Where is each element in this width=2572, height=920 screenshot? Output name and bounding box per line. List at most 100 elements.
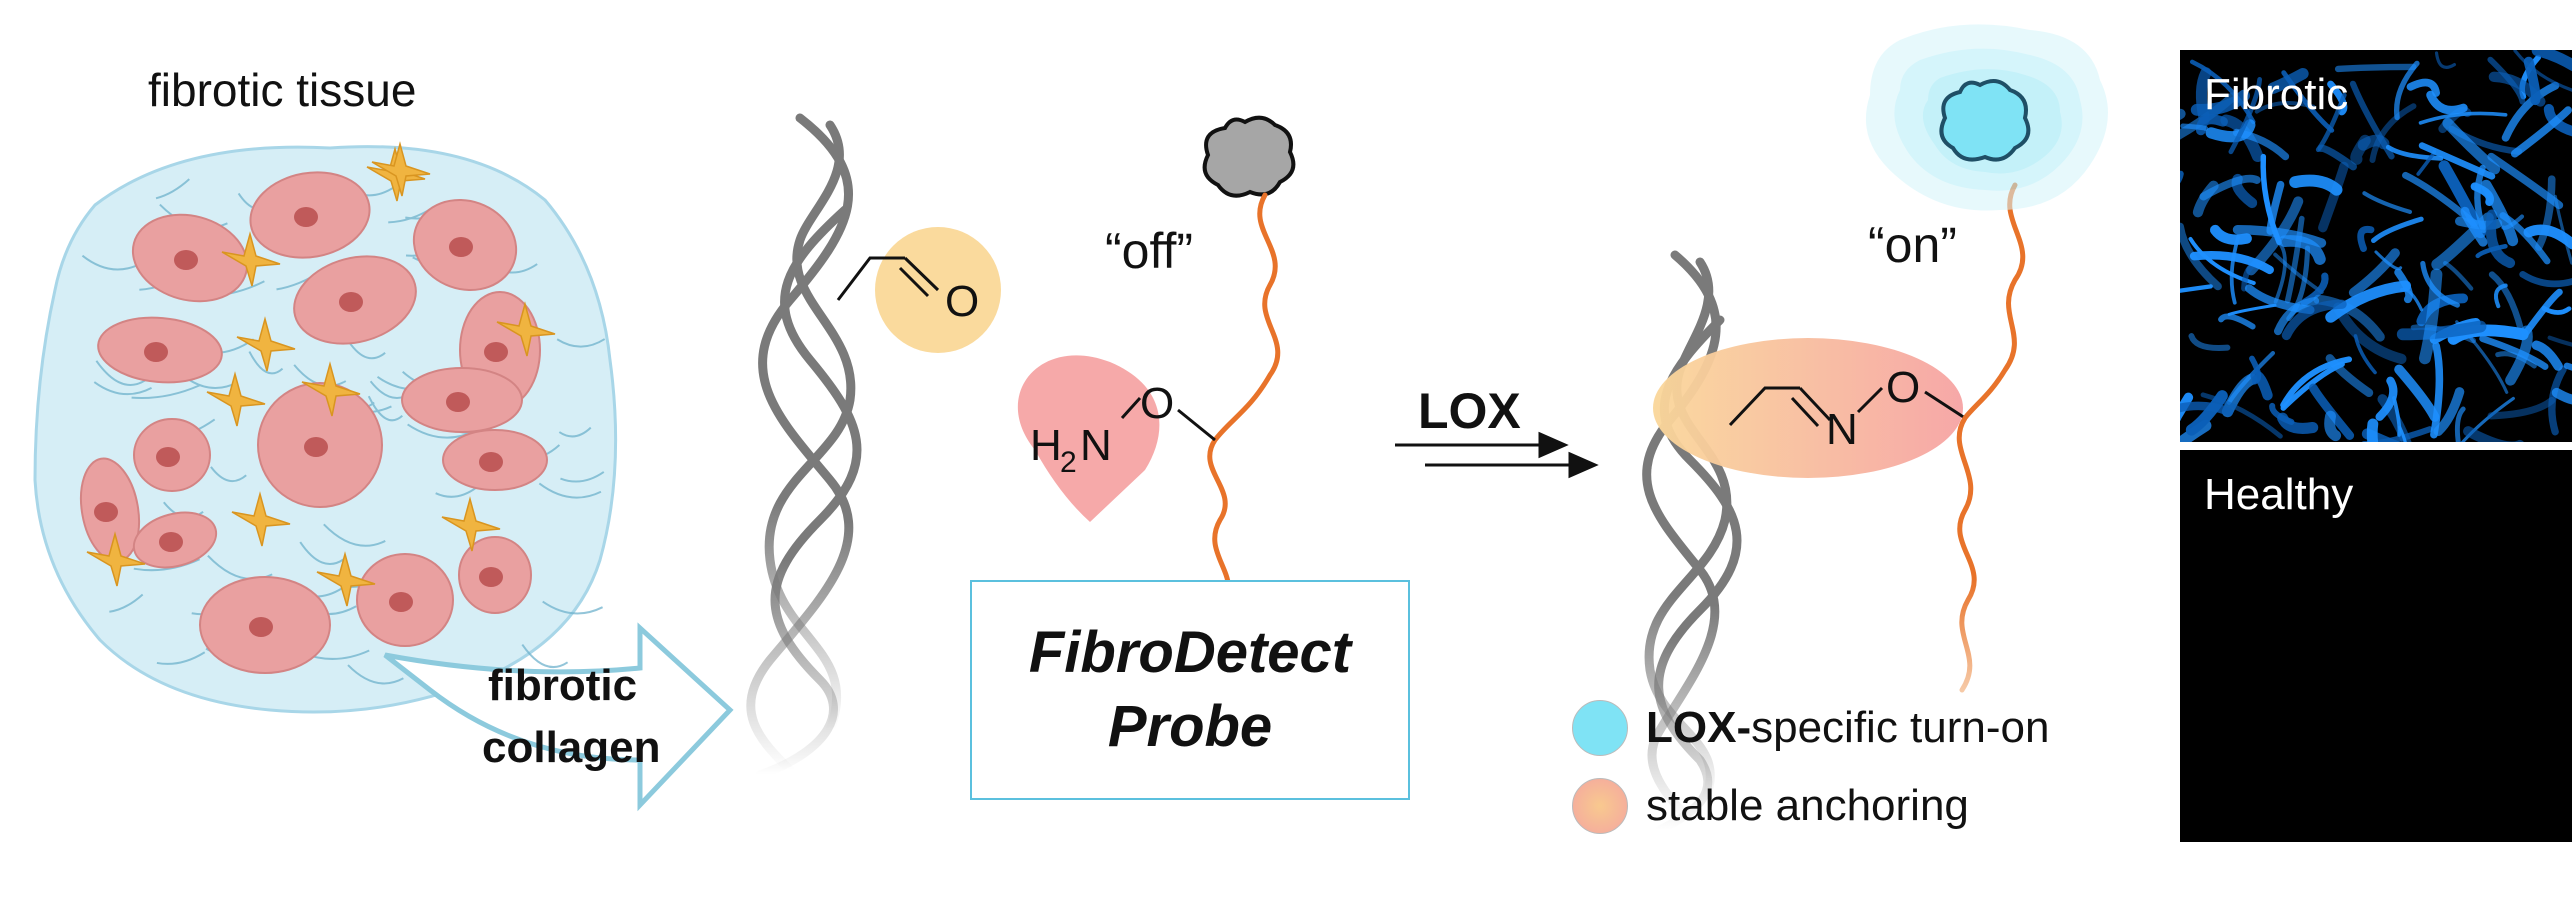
healthy-panel-label: Healthy (2204, 470, 2354, 519)
tissue-fiber (323, 523, 386, 547)
fibroblast (231, 491, 291, 547)
stain-fiber (2460, 396, 2515, 442)
stain-fiber (2531, 340, 2563, 371)
stain-fiber (2192, 180, 2219, 218)
cell-nucleus (294, 207, 318, 227)
stain-fiber (2333, 302, 2407, 365)
stain-fiber (2180, 401, 2234, 416)
stain-fiber (2280, 356, 2353, 409)
stain-fiber (2180, 392, 2194, 421)
tissue-fiber (156, 651, 206, 665)
stain-fiber (2396, 320, 2487, 341)
oxime-oxygen: O (1886, 363, 1920, 412)
stain-fiber (2487, 396, 2556, 420)
probe-oxygen: O (1140, 379, 1174, 428)
legend-turn-on: LOX-specific turn-on (1572, 700, 2049, 756)
stain-fiber (2227, 303, 2277, 316)
probe-name-line1: FibroDetect (1028, 620, 1352, 685)
amine-glow (1017, 355, 1160, 522)
stain-fiber (2190, 89, 2250, 116)
tissue-fiber (560, 471, 605, 483)
state-on-label: “on” (1868, 217, 1957, 273)
legend-anchoring: stable anchoring (1572, 778, 1969, 834)
tissue-fiber (155, 178, 190, 200)
stain-fiber (2519, 271, 2572, 288)
cell-nucleus (479, 452, 503, 472)
fibroblast (371, 141, 431, 197)
healthy-micrograph: Healthy (2180, 450, 2572, 842)
quencher-blob (1202, 115, 1296, 198)
stain-fiber (2267, 67, 2309, 94)
cell-nucleus (304, 437, 328, 457)
stain-fiber (2454, 406, 2466, 442)
stain-fiber (2325, 280, 2412, 323)
stain-fiber (2289, 174, 2343, 196)
stain-fiber (2281, 299, 2347, 341)
oxime-glow (1653, 338, 1963, 478)
stain-fiber (2480, 179, 2519, 247)
collagen-arrow (383, 622, 734, 812)
turn-on-swatch (1572, 700, 1628, 756)
fibroblast (301, 361, 361, 417)
stain-fiber (2443, 260, 2474, 291)
collagen-helix-left (746, 113, 862, 780)
stain-fiber (2406, 78, 2440, 97)
cell-nucleus (484, 342, 508, 362)
stain-fiber (2350, 134, 2371, 165)
stain-fiber (2362, 191, 2413, 214)
stain-fiber (2531, 50, 2572, 72)
collagen-label-line1: fibrotic (488, 661, 637, 710)
stain-fiber (2488, 271, 2524, 332)
cell-nucleus (156, 447, 180, 467)
stain-fiber (2218, 313, 2256, 330)
reaction-arrows (1395, 431, 1599, 479)
stain-fiber (2418, 111, 2508, 125)
stain-fiber (2366, 418, 2379, 442)
stain-fiber (2501, 81, 2560, 142)
stain-fiber (2505, 325, 2533, 386)
stain-fiber (2430, 341, 2444, 439)
tissue-fiber (435, 486, 477, 498)
stain-fiber (2334, 63, 2417, 73)
stain-fiber (2523, 224, 2572, 250)
stain-fiber (2278, 235, 2326, 265)
fibrotic-stain (2180, 50, 2572, 442)
cell-nucleus (249, 617, 273, 637)
stain-fiber (2353, 334, 2377, 375)
amine-h: H (1030, 421, 1062, 470)
cell-nucleus (446, 392, 470, 412)
stain-fiber (2284, 215, 2305, 304)
stain-fiber (2393, 60, 2420, 121)
stain-fiber (2495, 351, 2537, 369)
stain-fiber (2189, 250, 2274, 275)
tissue-fiber (538, 482, 602, 499)
stain-fiber (2535, 175, 2556, 251)
stain-fiber (2434, 51, 2457, 69)
fibroblast (236, 316, 296, 372)
stain-fiber (2318, 161, 2349, 233)
stain-fiber (2210, 224, 2252, 245)
cell-nucleus (159, 532, 183, 552)
enzyme-label: LOX (1418, 383, 1521, 439)
stain-fiber (2250, 370, 2273, 401)
stain-fiber (2315, 92, 2347, 153)
tissue-fiber (347, 664, 404, 685)
product-probe (1653, 24, 2108, 693)
stain-fiber (2277, 412, 2319, 434)
stain-fiber (2254, 100, 2316, 114)
tissue-fiber (93, 381, 153, 396)
stain-fiber (2180, 170, 2184, 184)
aldehyde-group (836, 227, 1001, 353)
cell-nucleus (339, 292, 363, 312)
oxime-nitrogen: N (1826, 405, 1858, 454)
stain-fiber (2200, 392, 2283, 439)
tissue-fiber (109, 593, 144, 613)
stain-fiber (2324, 410, 2342, 442)
stain-fiber (2273, 296, 2320, 336)
stain-fiber (2188, 333, 2231, 351)
tissue-fiber (95, 360, 146, 386)
tissue-fiber (131, 384, 201, 400)
fibrotic-panel-label: Fibrotic (2204, 70, 2349, 119)
cell-nucleus (174, 250, 198, 270)
probe-name-line2: Probe (1107, 694, 1273, 759)
